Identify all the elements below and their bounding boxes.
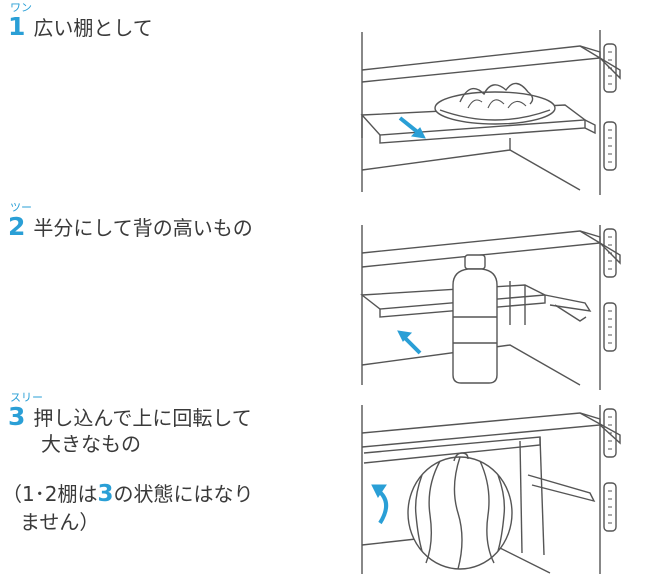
shelf-note: （1･2棚は3の状態にはなり ません） xyxy=(2,480,253,536)
step-2-number: 2 xyxy=(8,212,26,241)
illustration-half-shelf xyxy=(360,225,621,390)
step-3: スリー 3 押し込んで上に回転して 大きなもの xyxy=(8,392,252,457)
illustration-rotated-shelf xyxy=(361,405,621,574)
illustration-wide-shelf xyxy=(360,30,621,195)
step-1-number: 1 xyxy=(8,12,26,41)
step-3-number: 3 xyxy=(8,402,26,431)
step-1-text: 広い棚として xyxy=(33,16,153,40)
step-2-text: 半分にして背の高いもの xyxy=(33,216,253,240)
step-2-ruby: ツー xyxy=(10,201,32,214)
step-3-text: 押し込んで上に回転して xyxy=(33,406,252,430)
note-part1: （1･2棚は xyxy=(2,482,98,506)
note-bold-number: 3 xyxy=(97,481,114,507)
step-1: ワン 1 広い棚として xyxy=(8,2,153,41)
step-2: ツー 2 半分にして背の高いもの xyxy=(8,202,253,241)
step-1-ruby: ワン xyxy=(10,1,32,14)
note-line2: ません） xyxy=(20,510,100,534)
note-part2: の状態にはなり xyxy=(113,482,254,506)
step-3-text-line2: 大きなもの xyxy=(41,432,141,456)
step-3-ruby: スリー xyxy=(10,391,43,404)
